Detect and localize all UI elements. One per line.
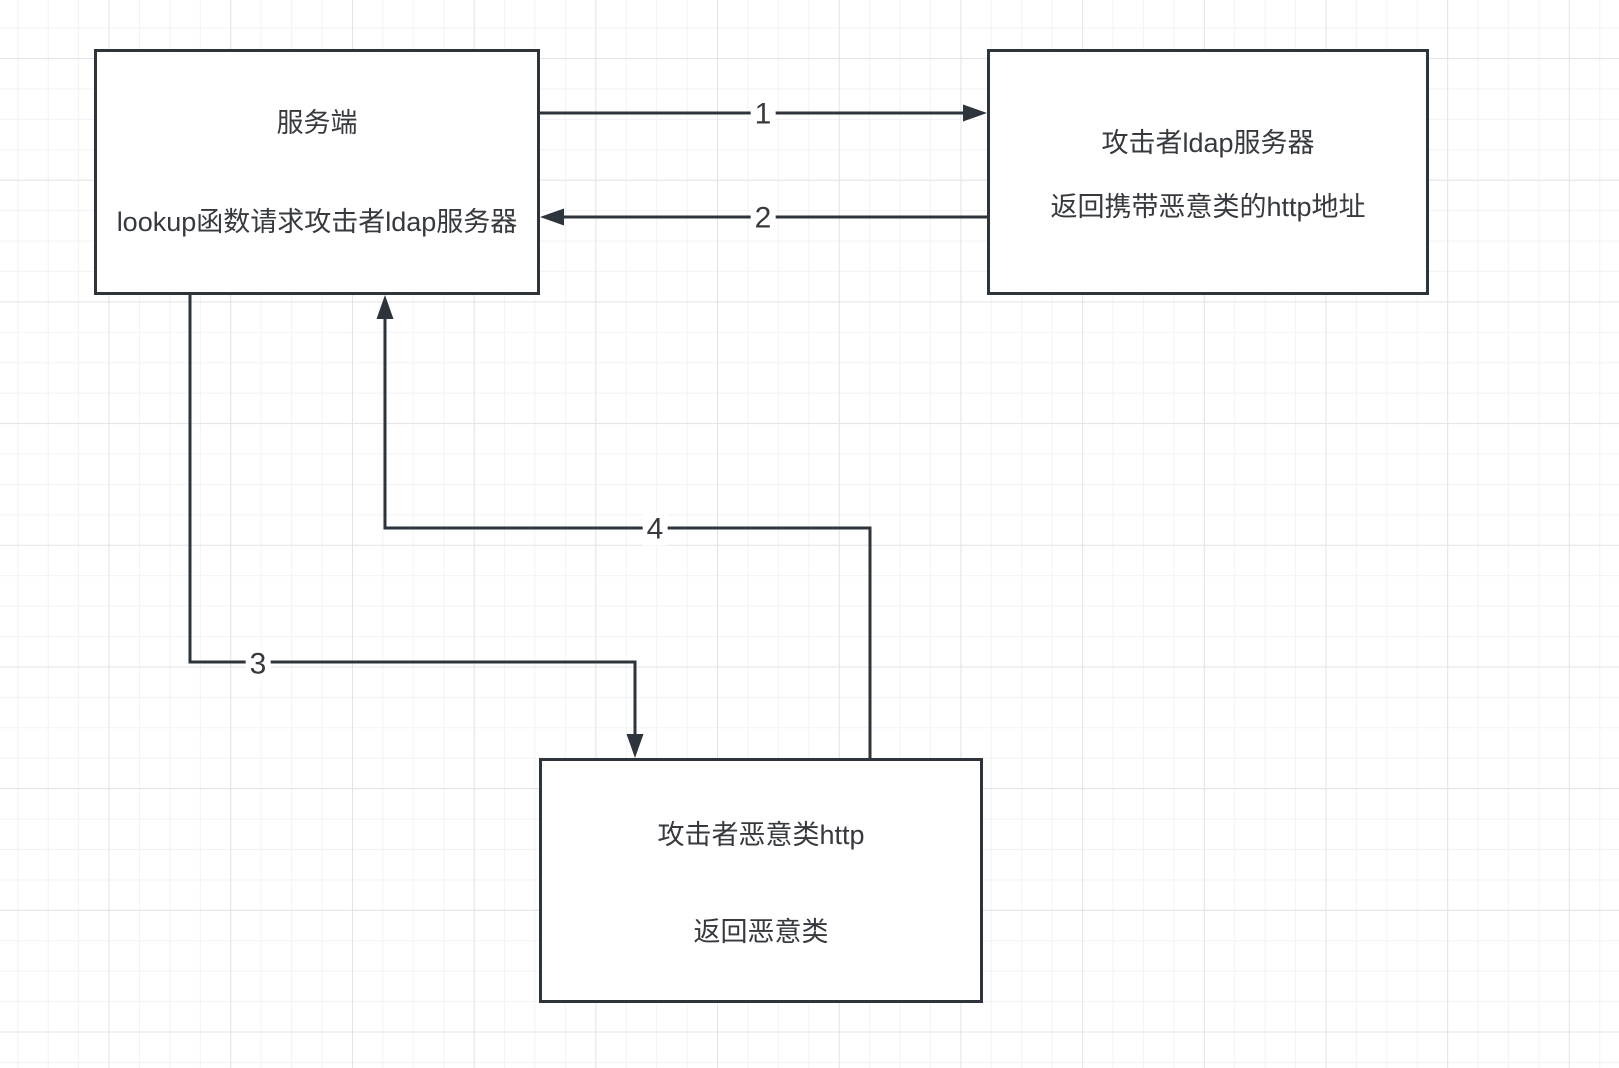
arrowhead-left-icon (540, 208, 564, 226)
edge-4-arrow[interactable] (376, 295, 872, 758)
node-malicious-class-http[interactable]: 攻击者恶意类http 返回恶意类 (539, 758, 983, 1003)
node-malicious-http-description: 返回恶意类 (693, 916, 829, 947)
arrowhead-down-icon (626, 734, 644, 758)
node-malicious-http-title: 攻击者恶意类http (657, 819, 865, 850)
node-server-title: 服务端 (276, 107, 358, 138)
edge-2-label: 2 (750, 201, 776, 235)
edge-3-label: 3 (245, 647, 271, 681)
node-server-description: lookup函数请求攻击者ldap服务器 (116, 206, 518, 237)
edge-2-arrow[interactable] (540, 208, 987, 226)
edge-1-label: 1 (750, 97, 776, 131)
edge-4-label: 4 (642, 512, 668, 546)
arrowhead-right-icon (963, 104, 987, 122)
node-attacker-ldap-server[interactable]: 攻击者ldap服务器 返回携带恶意类的http地址 (987, 49, 1429, 295)
node-server[interactable]: 服务端 lookup函数请求攻击者ldap服务器 (94, 49, 540, 295)
arrowhead-up-icon (376, 295, 394, 319)
node-attacker-ldap-description: 返回携带恶意类的http地址 (1050, 191, 1366, 222)
edge-3-arrow[interactable] (188, 295, 644, 758)
node-attacker-ldap-title: 攻击者ldap服务器 (1101, 127, 1315, 158)
